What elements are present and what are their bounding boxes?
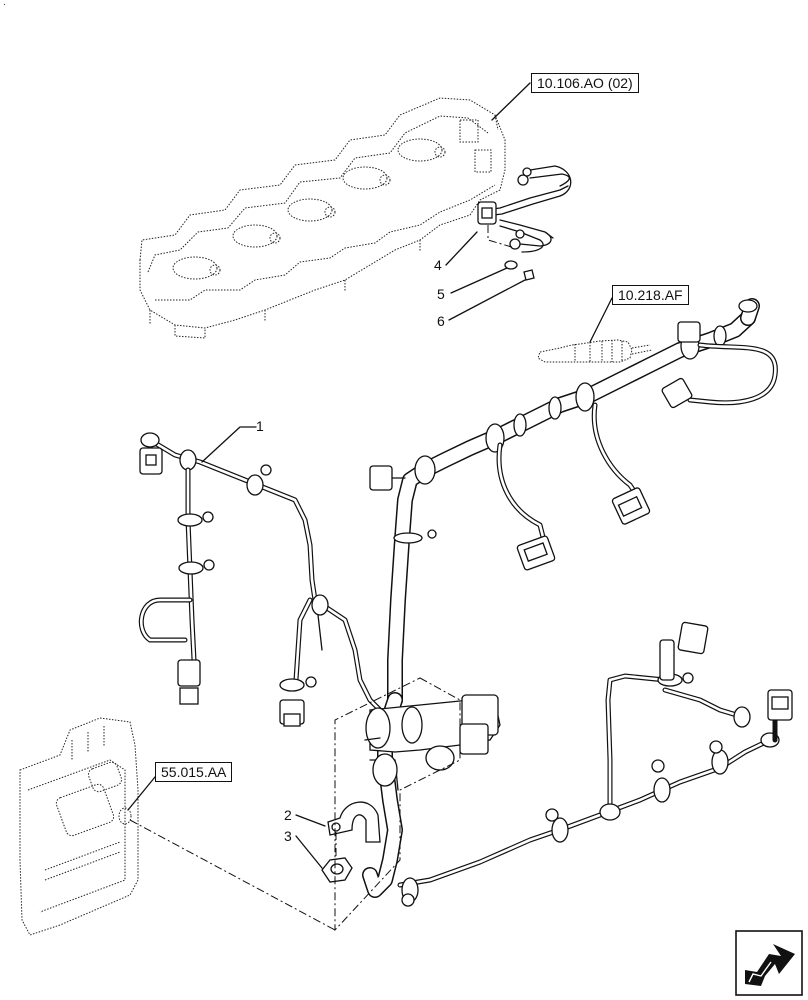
- sensor-10-218: [537, 339, 653, 363]
- leader-4: [445, 231, 478, 266]
- injector-wire-set: [477, 165, 572, 253]
- leader-2: [295, 814, 326, 827]
- leader-1: [201, 426, 257, 463]
- connection-outline: [334, 677, 461, 932]
- callout-5: 5: [437, 286, 445, 302]
- leader-6: [448, 279, 526, 321]
- next-page-arrow-icon[interactable]: [735, 930, 803, 996]
- corner-mark: .: [3, 0, 6, 8]
- bolt-6: [523, 269, 535, 281]
- lower-harness: [321, 621, 793, 907]
- leader-5: [450, 267, 508, 294]
- callout-2: 2: [284, 807, 292, 823]
- leader-10-218: [589, 297, 613, 343]
- ecu-link-line: [129, 819, 336, 931]
- callout-1: 1: [256, 418, 264, 434]
- reference-10-106-ao[interactable]: 10.106.AO (02): [531, 73, 639, 93]
- washer-5: [504, 260, 518, 270]
- leader-10-106: [491, 82, 531, 121]
- ecu-module: [19, 717, 139, 936]
- main-harness: [369, 298, 778, 708]
- callout-6: 6: [437, 313, 445, 329]
- reference-10-218-af[interactable]: 10.218.AF: [612, 285, 689, 305]
- callout-4: 4: [434, 257, 442, 273]
- rocker-cover: [139, 97, 506, 339]
- left-harness: [138, 432, 383, 727]
- leader-55-015: [127, 776, 156, 811]
- reference-55-015-aa[interactable]: 55.015.AA: [155, 762, 233, 782]
- callout-3: 3: [284, 828, 292, 844]
- leader-3: [295, 835, 323, 869]
